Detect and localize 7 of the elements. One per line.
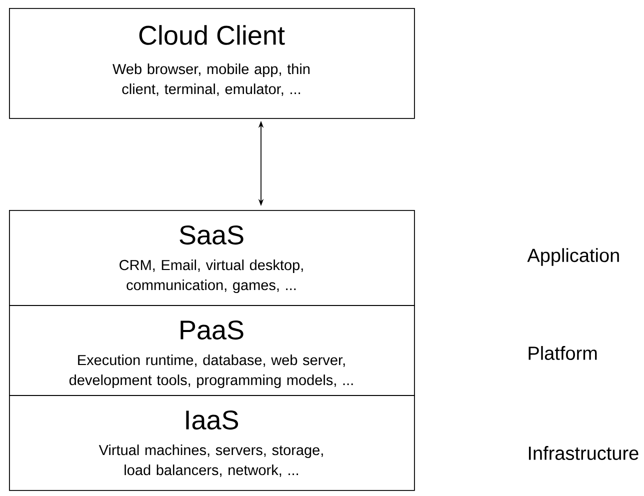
layer-label: Platform [528, 346, 597, 360]
layer-label: Infrastructure [528, 446, 638, 460]
layer-box: SaaS CRM, Email, virtual desktop, communication, games, ... [9, 210, 415, 306]
layer-label: Application [527, 248, 619, 266]
layer-box: Cloud Client Web browser, mobile app, thin client, terminal, emulator, ... [9, 8, 415, 119]
layer-box: IaaS Virtual machines, servers, storage, load balancers, network, ... [9, 395, 415, 491]
layer-box: PaaS Execution runtime, database, web server, development tools, programming models, ... [9, 305, 415, 396]
